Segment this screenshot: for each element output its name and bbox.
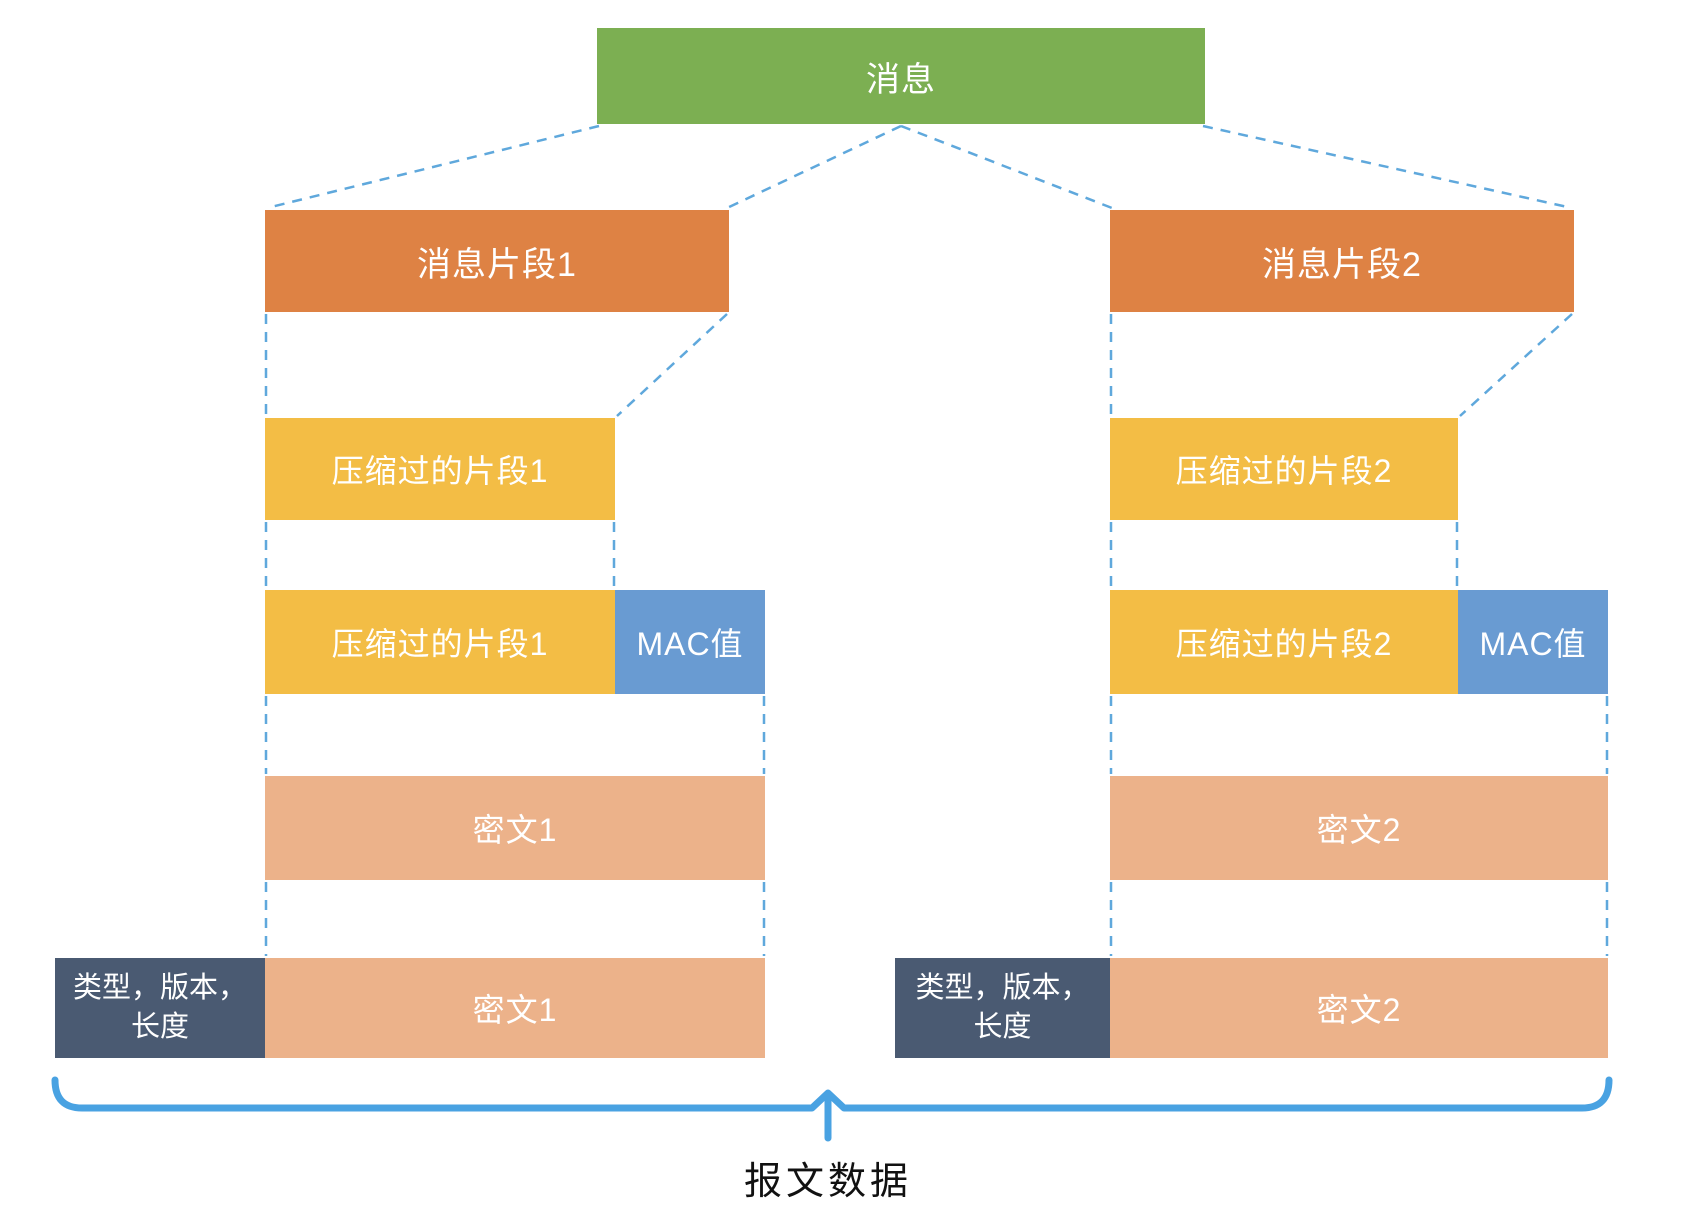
- record-cipher-box-2: 密文2: [1110, 958, 1608, 1058]
- fragment-box-2: 消息片段2: [1110, 210, 1574, 312]
- cipher-box-2: 密文2: [1110, 776, 1608, 880]
- record-header-text-1: 类型，版本， 长度: [72, 971, 247, 1043]
- record-header-text-2: 类型，版本， 长度: [915, 971, 1090, 1043]
- message-box: 消息: [597, 28, 1205, 124]
- footer-label: 报文数据: [743, 1161, 912, 1203]
- compressed-box-1: 压缩过的片段1: [265, 418, 615, 520]
- cipher-box-1: 密文1: [265, 776, 765, 880]
- compressed-box-2: 压缩过的片段2: [1110, 418, 1458, 520]
- dashed-connector: [726, 124, 902, 210]
- mac-box-2: MAC值: [1458, 590, 1608, 694]
- compressed-mac-box-2: 压缩过的片段2: [1110, 590, 1458, 694]
- mac-box-1: MAC值: [615, 590, 765, 694]
- dashed-connector: [616, 313, 728, 417]
- record-header-box-2: 类型，版本， 长度: [895, 958, 1110, 1058]
- dashed-connector: [1202, 124, 1573, 210]
- record-header-box-1: 类型，版本， 长度: [55, 958, 265, 1058]
- compressed-mac-box-1: 压缩过的片段1: [265, 590, 615, 694]
- dashed-connector: [266, 124, 600, 210]
- dashed-connector: [1459, 313, 1573, 417]
- fragment-box-1: 消息片段1: [265, 210, 729, 312]
- dashed-connector: [900, 124, 1113, 210]
- brace: [51, 1076, 1613, 1112]
- record-cipher-box-1: 密文1: [265, 958, 765, 1058]
